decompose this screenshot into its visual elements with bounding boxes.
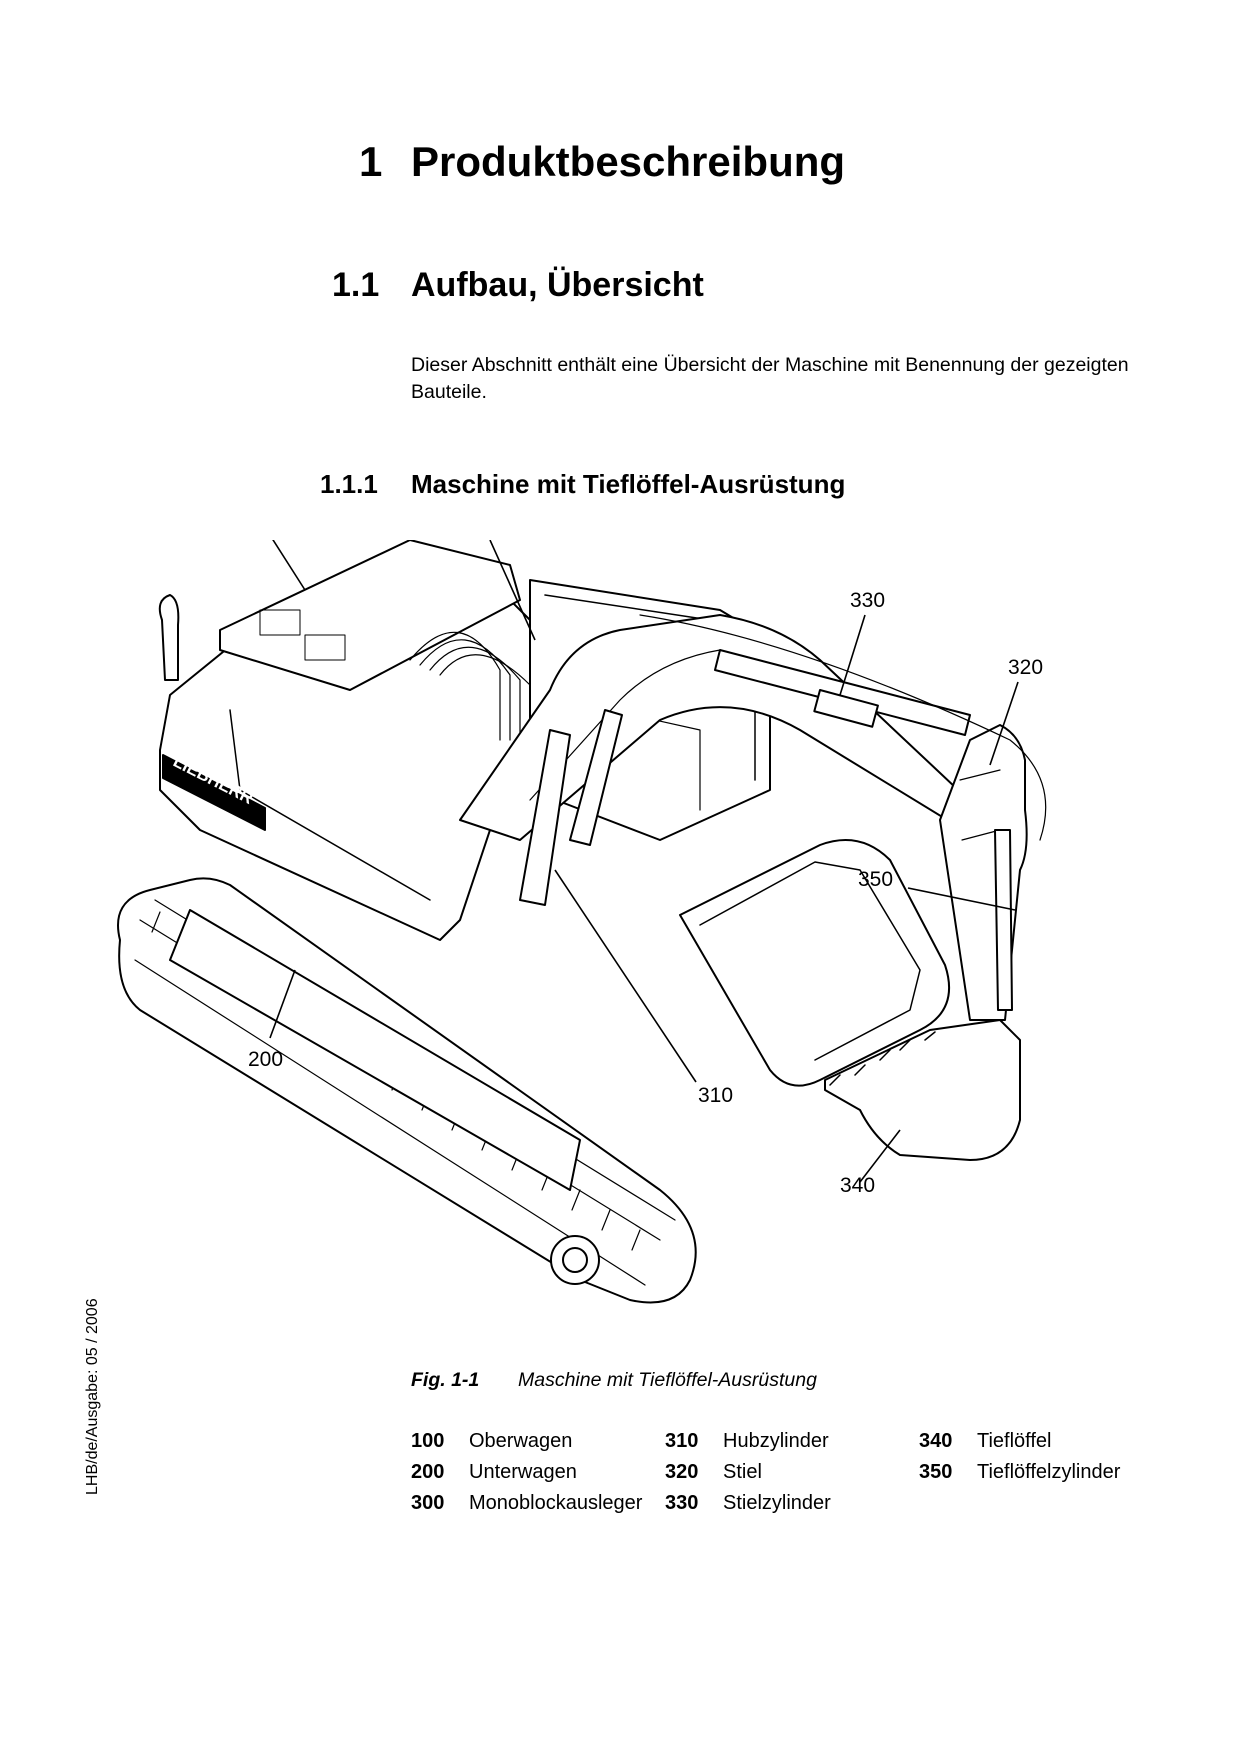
chapter-number: 1 (359, 138, 383, 185)
legend-label: Tieflöffel (977, 1430, 1052, 1452)
legend-row: 100 Oberwagen 310 Hubzylinder 340 Tieflöffe… (411, 1426, 1173, 1457)
callout-330: 330 (850, 589, 885, 612)
figure-caption-text: Maschine mit Tieflöffel-Ausrüstung (518, 1369, 817, 1391)
legend-item: 350 Tieflöffelzylinder (919, 1461, 1173, 1484)
subsection-number: 1.1.1 (320, 469, 378, 499)
legend-code: 320 (665, 1461, 699, 1483)
callout-340: 340 (840, 1174, 875, 1197)
legend-code: 330 (665, 1492, 699, 1514)
legend-label: Unterwagen (469, 1461, 577, 1483)
legend-label: Tieflöffelzylinder (977, 1461, 1121, 1483)
legend-item: 300 Monoblockausleger (411, 1492, 665, 1515)
intro-paragraph: Dieser Abschnitt enthält eine Übersicht … (411, 354, 1129, 403)
callout-350: 350 (858, 868, 893, 891)
excavator-drawing: 100 200 300 310 320 330 340 350 LIEBHERR (117, 540, 1047, 1304)
figure-caption: Fig. 1-1 Maschine mit Tieflöffel-Ausrüstu… (411, 1369, 817, 1392)
section-title: Aufbau, Übersicht (411, 266, 704, 304)
callout-200: 200 (248, 1048, 283, 1071)
subsection-title: Maschine mit Tieflöffel-Ausrüstung (411, 469, 846, 499)
figure-label: Fig. 1-1 (411, 1369, 480, 1391)
callout-310: 310 (698, 1084, 733, 1107)
legend-item: 330 Stielzylinder (665, 1492, 919, 1515)
brand-stripe (162, 754, 266, 831)
legend-label: Stielzylinder (723, 1492, 831, 1514)
section-number: 1.1 (332, 266, 380, 304)
legend-code: 350 (919, 1461, 953, 1483)
legend-item: 100 Oberwagen (411, 1430, 665, 1453)
legend-code: 300 (411, 1492, 445, 1514)
bucket (824, 1019, 1021, 1161)
legend-label: Monoblockausleger (469, 1492, 643, 1514)
edition-note: LHB/de/Ausgabe: 05 / 2006 (84, 1298, 101, 1495)
hose-bundle (409, 631, 531, 741)
section-heading: 1.1 Aufbau, Übersicht (332, 266, 704, 305)
stick-cylinder (714, 649, 971, 736)
legend-code: 340 (919, 1430, 953, 1452)
bucket-cylinder (994, 829, 1013, 1011)
legend-label: Stiel (723, 1461, 762, 1483)
callout-320: 320 (1008, 656, 1043, 679)
legend-item: 320 Stiel (665, 1461, 919, 1484)
legend-item: 200 Unterwagen (411, 1461, 665, 1484)
legend-code: 100 (411, 1430, 445, 1452)
legend-row: 300 Monoblockausleger 330 Stielzylinder (411, 1488, 1173, 1519)
legend-code: 310 (665, 1430, 699, 1452)
legend-label: Oberwagen (469, 1430, 573, 1452)
legend-code: 200 (411, 1461, 445, 1483)
chapter-title: Produktbeschreibung (411, 138, 846, 185)
legend-row: 200 Unterwagen 320 Stiel 350 Tieflöffelzyli… (411, 1457, 1173, 1488)
hoist-cylinder (519, 729, 571, 906)
exhaust-stack (158, 594, 180, 681)
legend-item: 310 Hubzylinder (665, 1430, 919, 1453)
boom (459, 614, 991, 841)
chapter-heading: 1 Produktbeschreibung (359, 138, 845, 186)
legend-label: Hubzylinder (723, 1430, 829, 1452)
legend-item: 340 Tieflöffel (919, 1430, 1173, 1453)
excavator-figure: 100 200 300 310 320 330 340 350 LIEBHERR (100, 540, 1180, 1330)
subsection-heading: 1.1.1 Maschine mit Tieflöffel-Ausrüstung (320, 469, 845, 500)
undercarriage-frame (169, 909, 581, 1191)
stick (939, 724, 1028, 1021)
